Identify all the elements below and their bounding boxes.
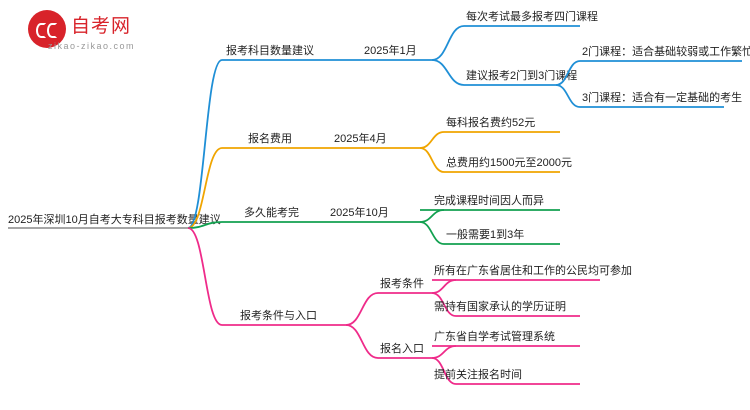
branch-4: 报考条件与入口 报考条件 所有在广东省居住和工作的公民均可参加 需持有国家承认的… [222,263,632,385]
b2-c1-label: 每科报名费约52元 [446,115,535,129]
edge-b4-c2-l2 [431,357,457,385]
b2-c2-label: 总费用约1500元至2000元 [446,155,572,169]
branch-4-label: 报考条件与入口 [240,308,317,322]
edge-root-to-branch-4 [187,227,223,326]
edge-b1-c2-l1 [555,60,581,86]
edge-b3-c1 [419,209,445,223]
root-label: 2025年深圳10月自考大专科目报考数量建议 [8,212,221,226]
b4-c1-label: 报考条件 [380,276,424,290]
edge-b4-c2 [345,324,379,359]
branch-2-label: 报名费用 [248,131,292,145]
edge-root-to-branch-3 [187,221,223,229]
branch-2-date: 2025年4月 [334,131,387,145]
b3-c2-label: 一般需要1到3年 [446,227,524,241]
edge-b1-c2 [431,59,465,86]
site-logo: 自考网 zikao-zikao.com [28,8,208,56]
edge-b4-c2-l1 [431,345,457,359]
edge-b2-c1 [419,131,445,149]
branch-3-date: 2025年10月 [330,205,389,219]
b4-c2-label: 报名入口 [380,341,424,355]
branch-2: 报名费用 2025年4月 每科报名费约52元 总费用约1500元至2000元 [222,115,572,173]
b1-c2-label: 建议报考2门到3门课程 [466,68,577,82]
logo-brand-text: 自考网 [71,16,132,37]
edge-root-to-branch-2 [187,147,223,229]
logo-domain-text: zikao-zikao.com [48,41,136,51]
b1-c2-leaf-1: 2门课程：适合基础较弱或工作繁忙的考生 [582,44,750,58]
b3-c1-label: 完成课程时间因人而异 [434,193,544,207]
b4-c1-leaf-2: 需持有国家承认的学历证明 [434,299,566,313]
b1-c2-leaf-2: 3门课程：适合有一定基础的考生 [582,90,742,104]
branch-3: 多久能考完 2025年10月 完成课程时间因人而异 一般需要1到3年 [222,193,560,245]
edge-b3-c2 [419,221,445,245]
edge-b2-c2 [419,147,445,173]
root-node: 2025年深圳10月自考大专科目报考数量建议 [8,212,221,229]
edge-b4-c1 [345,292,379,326]
edge-b1-c1 [431,25,465,61]
b4-c2-leaf-2: 提前关注报名时间 [434,367,522,381]
edge-b1-c2-l2 [555,84,581,108]
b4-c1-leaf-1: 所有在广东省居住和工作的公民均可参加 [434,263,632,277]
edge-b4-c1-l1 [431,279,457,294]
branch-1-date: 2025年1月 [364,43,417,57]
b1-c1-label: 每次考试最多报考四门课程 [466,9,598,23]
edge-b4-c1-l2 [431,292,457,317]
b4-c2-leaf-1: 广东省自学考试管理系统 [434,329,555,343]
edge-root-to-branch-1 [187,59,223,229]
branch-1-label: 报考科目数量建议 [226,43,314,57]
double-c-logo-icon [28,10,66,48]
branch-3-label: 多久能考完 [244,205,299,219]
branch-1: 报考科目数量建议 2025年1月 每次考试最多报考四门课程 建议报考2门到3门课… [222,9,750,108]
